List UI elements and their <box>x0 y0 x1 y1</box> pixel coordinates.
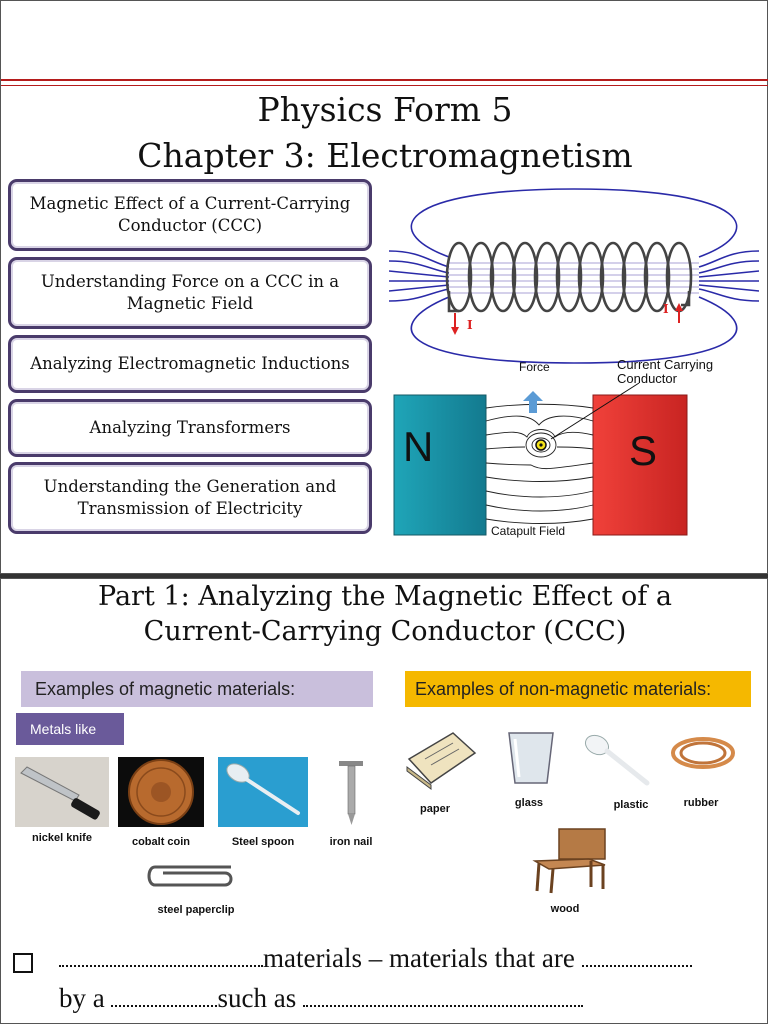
nonmagnetic-item-label-5: wood <box>550 903 580 915</box>
sentence-line1: materials – materials that are <box>59 943 692 974</box>
sentence-by: by a <box>59 983 105 1013</box>
blank-2[interactable] <box>581 945 692 967</box>
current-label-left: I <box>467 318 473 332</box>
catapult-field-diagram: N S Force Current Carrying Conductor Cat… <box>393 357 713 538</box>
checkbox-bullet-icon <box>13 953 33 973</box>
magnetic-item-label-3: Steel spoon <box>231 836 295 848</box>
topic-box-5: Understanding the Generation and Transmi… <box>8 462 372 534</box>
paperclip-icon <box>147 865 233 887</box>
plastic-spoon-icon <box>584 734 650 786</box>
knife-icon <box>15 757 109 827</box>
solenoid-field-diagram: I I <box>389 188 759 364</box>
magnetic-item-label-1: nickel knife <box>32 832 92 844</box>
slide-title-line1: Physics Form 5 <box>257 90 513 129</box>
nonmagnetic-item-label-1: paper <box>420 803 450 815</box>
coin-icon <box>118 757 204 827</box>
nonmagnetic-item-label-2: glass <box>514 797 544 809</box>
slide-part1: Part 1: Analyzing the Magnetic Effect of… <box>0 578 768 1024</box>
paper-icon <box>406 732 477 790</box>
topic-box-3: Analyzing Electromagnetic Inductions <box>8 335 372 393</box>
chair-icon <box>532 828 606 894</box>
glass-icon <box>508 732 554 784</box>
conductor-label-line2: Conductor <box>617 371 678 386</box>
topic-box-2: Understanding Force on a CCC in a Magnet… <box>8 257 372 329</box>
spoon-icon <box>218 757 308 827</box>
force-arrow-icon <box>523 391 543 413</box>
force-label: Force <box>519 360 550 374</box>
magnetic-item-label-5: steel paperclip <box>157 904 235 916</box>
topic-box-1: Magnetic Effect of a Current-Carrying Co… <box>8 179 372 251</box>
part1-title-line1: Part 1: Analyzing the Magnetic Effect of… <box>98 581 672 612</box>
blank-4[interactable] <box>302 985 583 1007</box>
nonmagnetic-item-label-4: rubber <box>683 797 719 809</box>
blank-3[interactable] <box>111 985 218 1007</box>
header-rule-thin <box>1 85 768 86</box>
slide-title-line2: Chapter 3: Electromagnetism <box>137 136 633 175</box>
sentence-part1: materials – materials that are <box>263 943 575 973</box>
metals-like-tag: Metals like <box>16 713 124 745</box>
sentence-such: such as <box>217 983 297 1013</box>
current-label-right: I <box>663 302 669 316</box>
sentence-line2: by a such as <box>59 983 583 1014</box>
nonmagnetic-item-label-3: plastic <box>613 799 649 811</box>
north-pole-magnet <box>393 394 487 536</box>
south-label: S <box>629 427 657 474</box>
rubber-band-icon <box>671 737 735 769</box>
slide-chapter-overview: Physics Form 5 Chapter 3: Electromagneti… <box>0 0 768 574</box>
magnetic-item-label-2: cobalt coin <box>131 836 191 848</box>
magnetic-item-label-4: iron nail <box>329 836 373 848</box>
header-rule <box>1 79 768 81</box>
nail-icon <box>339 761 363 825</box>
topic-box-4: Analyzing Transformers <box>8 399 372 457</box>
blank-1[interactable] <box>59 945 263 967</box>
part1-title-line2: Current-Carrying Conductor (CCC) <box>143 616 627 647</box>
nonmagnetic-materials-header: Examples of non-magnetic materials: <box>405 671 751 707</box>
south-pole-magnet <box>592 394 688 536</box>
catapult-field-label: Catapult Field <box>491 524 565 538</box>
conductor-label-line1: Current Carrying <box>617 357 713 372</box>
slide-separator <box>0 574 768 578</box>
north-label: N <box>403 423 433 470</box>
magnetic-materials-header: Examples of magnetic materials: <box>21 671 373 707</box>
